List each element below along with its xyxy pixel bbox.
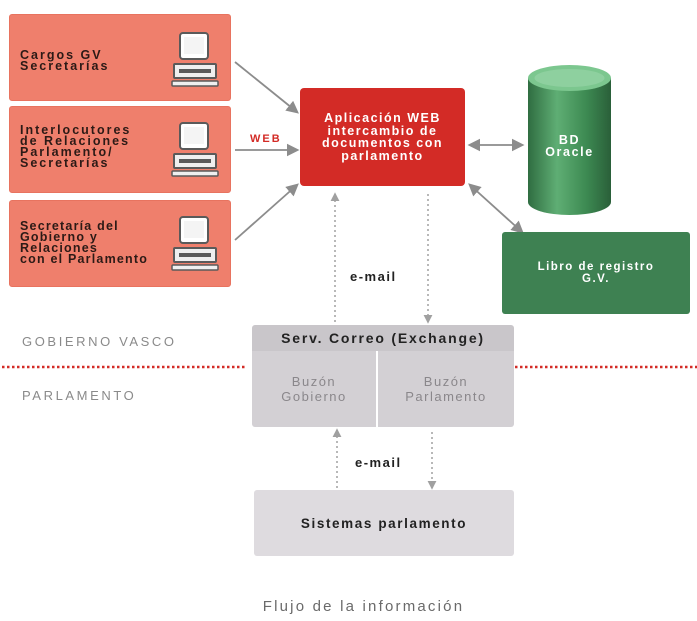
source-label: Interlocutores de Relaciones Parlamento/… [20, 123, 132, 170]
database-cylinder-icon [528, 65, 611, 215]
email-label-upper: e-mail [350, 269, 397, 284]
mail-server-header: Serv. Correo (Exchange) [252, 325, 514, 351]
source-box-cargos: Cargos GV Secretarías [9, 14, 231, 101]
database-label: BD Oracle [545, 133, 594, 159]
mailbox-parlamento: Buzón Parlamento [378, 351, 514, 427]
source-box-secretaria: Secretaría del Gobierno y Relaciones con… [9, 200, 231, 287]
source-label: Cargos GV Secretarías [20, 48, 110, 73]
arrow-source3-webapp [234, 183, 299, 241]
source-box-interlocutores: Interlocutores de Relaciones Parlamento/… [9, 106, 231, 193]
region-label-parlamento: PARLAMENTO [22, 388, 137, 403]
arrow-webapp-registry [468, 183, 524, 234]
source-label: Secretaría del Gobierno y Relaciones con… [20, 219, 149, 266]
figure-caption: Flujo de la información [262, 598, 465, 615]
email-label-lower: e-mail [355, 455, 402, 470]
computer-icon [171, 122, 219, 177]
region-label-gobierno-vasco: GOBIERNO VASCO [22, 334, 177, 349]
arrow-source1-webapp [234, 61, 299, 114]
computer-icon [171, 216, 219, 271]
registry-book-box: Libro de registro G.V. [502, 232, 690, 314]
mailbox-gobierno: Buzón Gobierno [252, 351, 376, 427]
parliament-systems-box: Sistemas parlamento [254, 490, 514, 556]
computer-icon [171, 32, 219, 87]
database: BD Oracle [527, 64, 612, 216]
mailbox-separator [376, 351, 378, 427]
web-application-box: Aplicación WEB intercambio de documentos… [300, 88, 465, 186]
web-label: WEB [250, 133, 282, 145]
